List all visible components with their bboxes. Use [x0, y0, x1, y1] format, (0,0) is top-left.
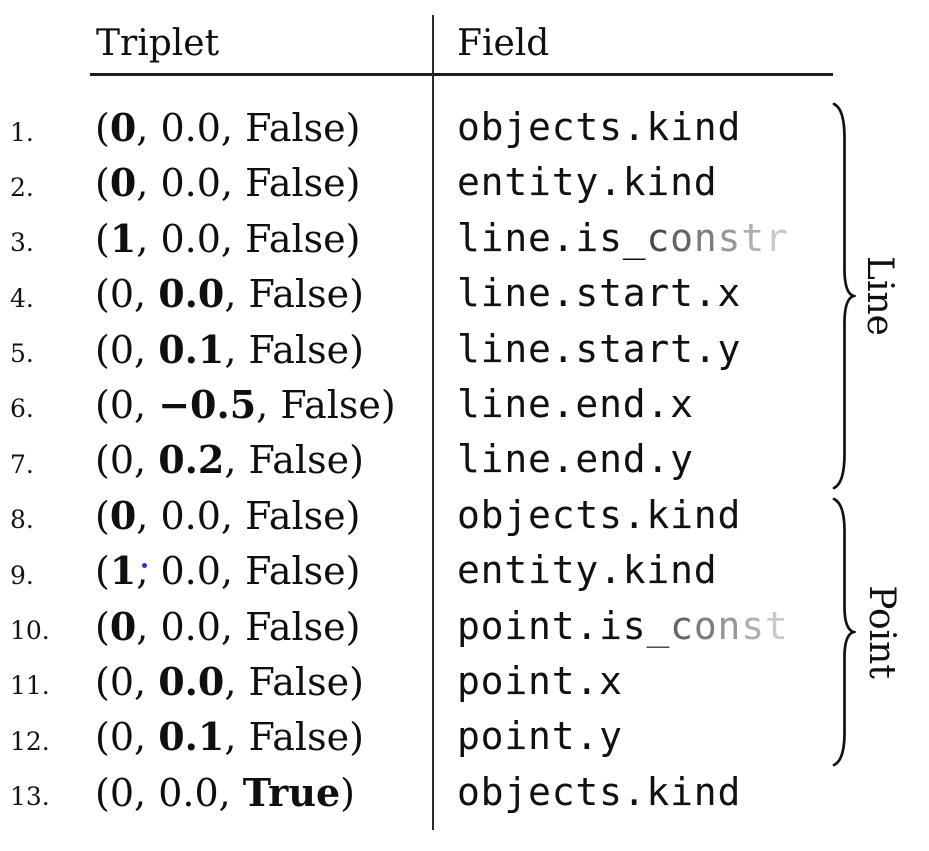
row-number: 10.	[10, 616, 50, 646]
field-cell: line.start.y	[457, 326, 742, 371]
row-number: 6.	[10, 394, 34, 424]
column-header-triplet: Triplet	[96, 23, 220, 64]
field-fading-text: constr	[646, 215, 789, 260]
table-row: 4. (0, 0.0, False) line.start.x	[0, 266, 929, 321]
row-number: 5.	[10, 339, 34, 369]
group-label-line: Line	[859, 256, 900, 336]
field-cell: point.is_const	[457, 603, 789, 648]
triplet-cell: (0, 0.0, False)	[95, 492, 361, 538]
field-cell: line.is_constr	[457, 215, 789, 260]
triplet-cell: (0, −0.5, False)	[95, 381, 396, 427]
row-number: 3.	[10, 228, 34, 258]
table-row: 6. (0, −0.5, False) line.end.x	[0, 377, 929, 432]
field-cell: point.x	[457, 658, 623, 703]
table-row: 7. (0, 0.2, False) line.end.y	[0, 432, 929, 487]
table-row: 13. (0, 0.0, True) objects.kind	[0, 765, 929, 820]
row-number: 4.	[10, 283, 34, 313]
table-row: 10. (0, 0.0, False) point.is_const	[0, 599, 929, 654]
row-number: 11.	[10, 671, 50, 701]
table-body: 1. (0, 0.0, False) objects.kind 2. (0, 0…	[0, 100, 929, 820]
row-number: 8.	[10, 505, 34, 535]
row-number: 12.	[10, 726, 50, 756]
triplet-cell: (1, 0.0, False)	[95, 548, 361, 594]
triplet-cell: (0, 0.0, True)	[95, 769, 355, 815]
triplet-cell: (0, 0.1, False)	[95, 326, 364, 372]
group-label-point: Point	[861, 585, 902, 679]
triplet-cell: (0, 0.0, False)	[95, 603, 361, 649]
triplet-cell: (0, 0.0, False)	[95, 658, 364, 704]
triplet-cell: (0, 0.0, False)	[95, 160, 361, 206]
row-number: 1.	[10, 117, 34, 147]
triplet-cell: (1, 0.0, False)	[95, 215, 361, 261]
field-cell: point.y	[457, 714, 623, 759]
table-row: 8. (0, 0.0, False) objects.kind	[0, 488, 929, 543]
row-number: 7.	[10, 449, 34, 479]
table-row: 2. (0, 0.0, False) entity.kind	[0, 155, 929, 210]
field-cell: objects.kind	[457, 492, 742, 537]
field-fading-text: _const	[646, 603, 789, 648]
field-cell: line.end.y	[457, 437, 694, 482]
column-divider-rule	[432, 15, 435, 830]
point-group-brace-icon	[832, 497, 856, 767]
table-row: 11. (0, 0.0, False) point.x	[0, 654, 929, 709]
triplet-cell: (0, 0.0, False)	[95, 271, 364, 317]
field-cell: entity.kind	[457, 548, 718, 593]
row-number: 13.	[10, 782, 50, 812]
row-number: 2.	[10, 172, 34, 202]
field-cell: entity.kind	[457, 160, 718, 205]
header-rule	[90, 73, 833, 76]
triplet-cell: (0, 0.0, False)	[95, 105, 361, 150]
table-row: 9. (1, 0.0, False) entity.kind	[0, 543, 929, 598]
line-group-brace-icon	[832, 102, 856, 490]
field-cell: line.end.x	[457, 381, 694, 426]
row-number: 9.	[10, 560, 34, 590]
triplet-cell: (0, 0.1, False)	[95, 714, 364, 760]
blue-dot-artifact	[142, 563, 147, 569]
table-row: 12. (0, 0.1, False) point.y	[0, 709, 929, 764]
table-row: 1. (0, 0.0, False) objects.kind	[0, 100, 929, 155]
table-row: 3. (1, 0.0, False) line.is_constr	[0, 211, 929, 266]
field-cell: line.start.x	[457, 271, 742, 316]
field-cell: objects.kind	[457, 769, 742, 814]
column-header-field: Field	[457, 23, 550, 64]
field-cell: objects.kind	[457, 105, 742, 149]
table-row: 5. (0, 0.1, False) line.start.y	[0, 322, 929, 377]
triplet-cell: (0, 0.2, False)	[95, 437, 364, 483]
